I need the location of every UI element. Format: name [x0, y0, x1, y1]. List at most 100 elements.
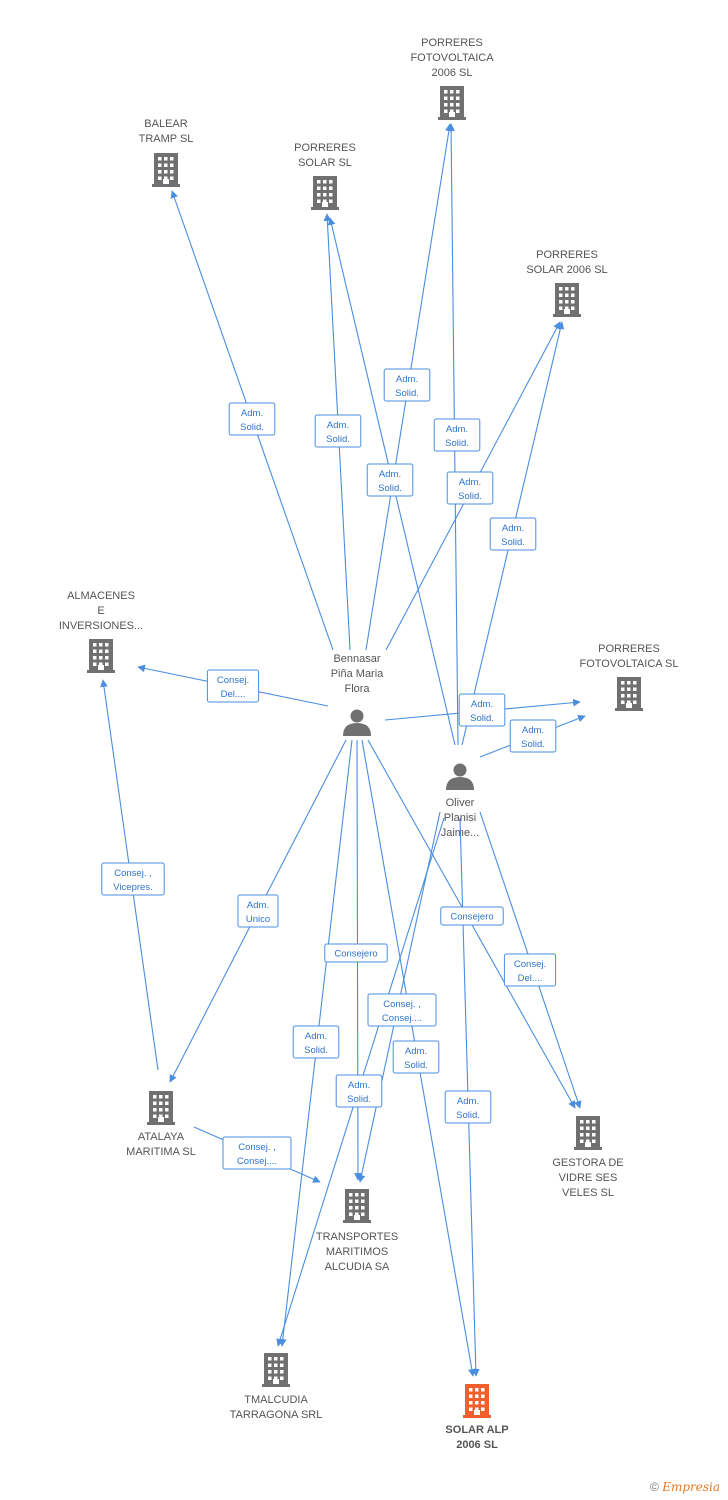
edge-label[interactable]: Adm. Solid.: [444, 1090, 492, 1124]
node-label: TRANSPORTES: [316, 1231, 398, 1243]
node-label: MARITIMA SL: [126, 1146, 196, 1158]
node-atalaya[interactable]: ATALAYA MARITIMA SL: [126, 1091, 196, 1158]
node-label: 2006 SL: [432, 67, 473, 79]
building-icon: [463, 1384, 491, 1418]
edge-label-text: Adm.: [446, 424, 468, 435]
node-oliver[interactable]: OliverPlanisiJaime...: [441, 763, 480, 840]
footer-brand: © Empresia: [650, 1480, 720, 1494]
node-label: SOLAR ALP: [445, 1424, 508, 1436]
edge-label[interactable]: Adm.Solid.: [314, 414, 362, 448]
edge-label-text: Solid.: [470, 713, 494, 724]
node-label: Planisi: [444, 812, 476, 824]
node-label: SOLAR SL: [298, 157, 352, 169]
edge-label[interactable]: Adm. Solid.: [458, 693, 506, 727]
edge-label-text: Consej....: [382, 1013, 422, 1024]
node-label: TMALCUDIA: [244, 1394, 308, 1406]
edge-label-box: [314, 414, 362, 448]
node-label: GESTORA DE: [552, 1157, 623, 1169]
edge-label-text: Consejero: [450, 912, 493, 923]
edge-label-text: Adm.: [348, 1080, 370, 1091]
edge-label-text: Adm.: [459, 477, 481, 488]
node-label: Flora: [344, 683, 370, 695]
node-tmalcudia[interactable]: TMALCUDIA TARRAGONA SRL: [230, 1353, 323, 1421]
edge-label-text: Solid.: [395, 388, 419, 399]
building-icon: [311, 176, 339, 210]
edge-label[interactable]: Adm. Solid.: [335, 1074, 383, 1108]
edge-label[interactable]: Consejero: [440, 906, 504, 926]
edge-label-text: Adm.: [457, 1096, 479, 1107]
node-label: FOTOVOLTAICA: [410, 52, 494, 64]
node-label: TARRAGONA SRL: [230, 1409, 323, 1421]
edge-label-text: Adm.: [327, 420, 349, 431]
edge-label-text: Consej....: [237, 1156, 277, 1167]
edge-label-text: Adm.: [522, 725, 544, 736]
edge-label[interactable]: Adm.Solid.: [446, 471, 494, 505]
edge-label-box: [292, 1025, 340, 1059]
building-icon: [152, 153, 180, 187]
edge-label[interactable]: Adm.Solid.: [509, 719, 557, 753]
edge-label-box: [489, 517, 537, 551]
edge-label[interactable]: Adm.Solid.: [292, 1025, 340, 1059]
node-label: INVERSIONES...: [59, 620, 143, 632]
edge-label-text: Vicepres.: [113, 882, 152, 893]
edge-label-text: Adm.: [405, 1046, 427, 1057]
edge-label[interactable]: Adm.Unico: [237, 894, 279, 928]
node-porreres_solar[interactable]: PORRERES SOLAR SL: [294, 142, 356, 210]
node-balear[interactable]: BALEAR TRAMP SL: [139, 118, 194, 187]
edge-label-box: [503, 953, 557, 987]
edge-label[interactable]: Adm. Solid.: [433, 418, 481, 452]
node-label: ALMACENES: [67, 590, 135, 602]
edge-label-box: [392, 1040, 440, 1074]
edge-label-text: Consej. ,: [383, 999, 421, 1010]
edge-label-text: Solid.: [456, 1110, 480, 1121]
edge-label-text: Adm.: [471, 699, 493, 710]
edge-label[interactable]: Consej.Del....: [503, 953, 557, 987]
edge-label-text: Adm.: [502, 523, 524, 534]
node-label: PORRERES: [294, 142, 356, 154]
node-label: SOLAR 2006 SL: [526, 264, 607, 276]
edge-label[interactable]: Adm.Solid.: [228, 402, 276, 436]
edge-label-box: [228, 402, 276, 436]
edge-label-text: Del....: [221, 689, 246, 700]
edge-label-text: Solid.: [445, 438, 469, 449]
node-label: ALCUDIA SA: [325, 1261, 390, 1273]
edge-label-text: Consej. ,: [114, 868, 152, 879]
edge-label[interactable]: Adm. Solid.: [383, 368, 431, 402]
edge-label-text: Adm.: [379, 469, 401, 480]
edge-label-text: Adm.: [396, 374, 418, 385]
building-icon: [147, 1091, 175, 1125]
edge-label[interactable]: Adm.Solid.: [366, 463, 414, 497]
building-icon: [87, 639, 115, 673]
edge-label[interactable]: Consejero: [324, 943, 388, 963]
nodes-layer: BALEAR TRAMP SL PORRERES SOLAR SL PORRERESFO…: [59, 37, 679, 1451]
node-almacenes[interactable]: ALMACENES E INVERSIONES...: [59, 590, 143, 673]
edge-label-text: Solid.: [347, 1094, 371, 1105]
edge-label-text: Adm.: [241, 408, 263, 419]
node-label: Jaime...: [441, 827, 480, 839]
node-label: ATALAYA: [138, 1131, 185, 1143]
edge-label[interactable]: Consej. Del....: [206, 669, 260, 703]
edge-label[interactable]: Consej. ,Consej....: [222, 1136, 292, 1170]
node-label: TRAMP SL: [139, 133, 194, 145]
edge-label[interactable]: Adm.Solid.: [489, 517, 537, 551]
copyright-symbol: ©: [650, 1480, 659, 1494]
edge-label-text: Adm.: [305, 1031, 327, 1042]
edge-label[interactable]: Adm. Solid.: [392, 1040, 440, 1074]
building-icon: [438, 86, 466, 120]
node-label: VELES SL: [562, 1187, 614, 1199]
edge-label[interactable]: Consej. , Consej....: [367, 993, 437, 1027]
edge-label-text: Consej.: [217, 675, 249, 686]
node-label: E: [97, 605, 104, 617]
brand-name[interactable]: Empresia: [662, 1480, 720, 1494]
person-icon: [343, 709, 371, 736]
edge-label-text: Solid.: [404, 1060, 428, 1071]
edge-label[interactable]: Consej. , Vicepres.: [101, 862, 165, 896]
node-label: BALEAR: [144, 118, 187, 130]
